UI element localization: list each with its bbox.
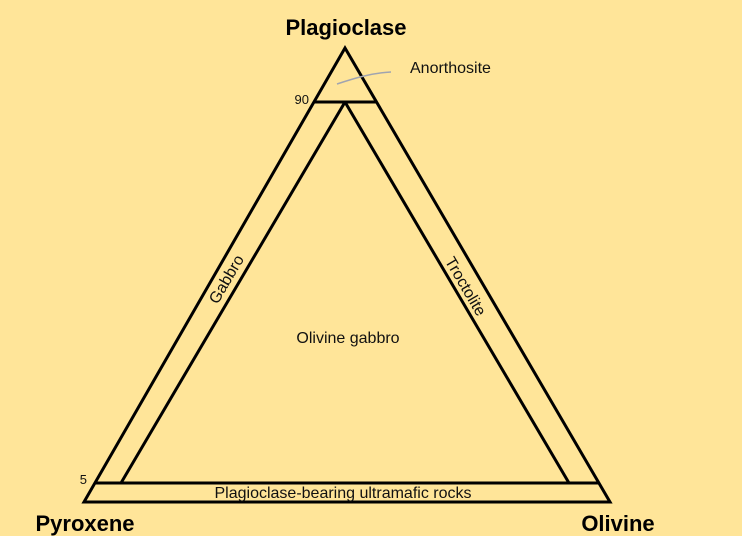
field-label-olivine-gabbro: Olivine gabbro [296,330,399,347]
field-label-anorthosite: Anorthosite [410,60,491,77]
tick-label-90: 90 [295,92,309,107]
troctolite-boundary [343,101,571,484]
field-label-ultramafic: Plagioclase-bearing ultramafic rocks [215,485,472,502]
gabbro-boundary [119,101,347,484]
vertex-label-olivine: Olivine [581,511,654,536]
tick-label-5: 5 [80,472,87,487]
anorthosite-leader [336,71,392,85]
field-label-troctolite: Troctolite [441,254,489,319]
vertex-label-plagioclase: Plagioclase [285,15,406,40]
vertex-label-pyroxene: Pyroxene [35,511,134,536]
outer-triangle [81,45,613,504]
